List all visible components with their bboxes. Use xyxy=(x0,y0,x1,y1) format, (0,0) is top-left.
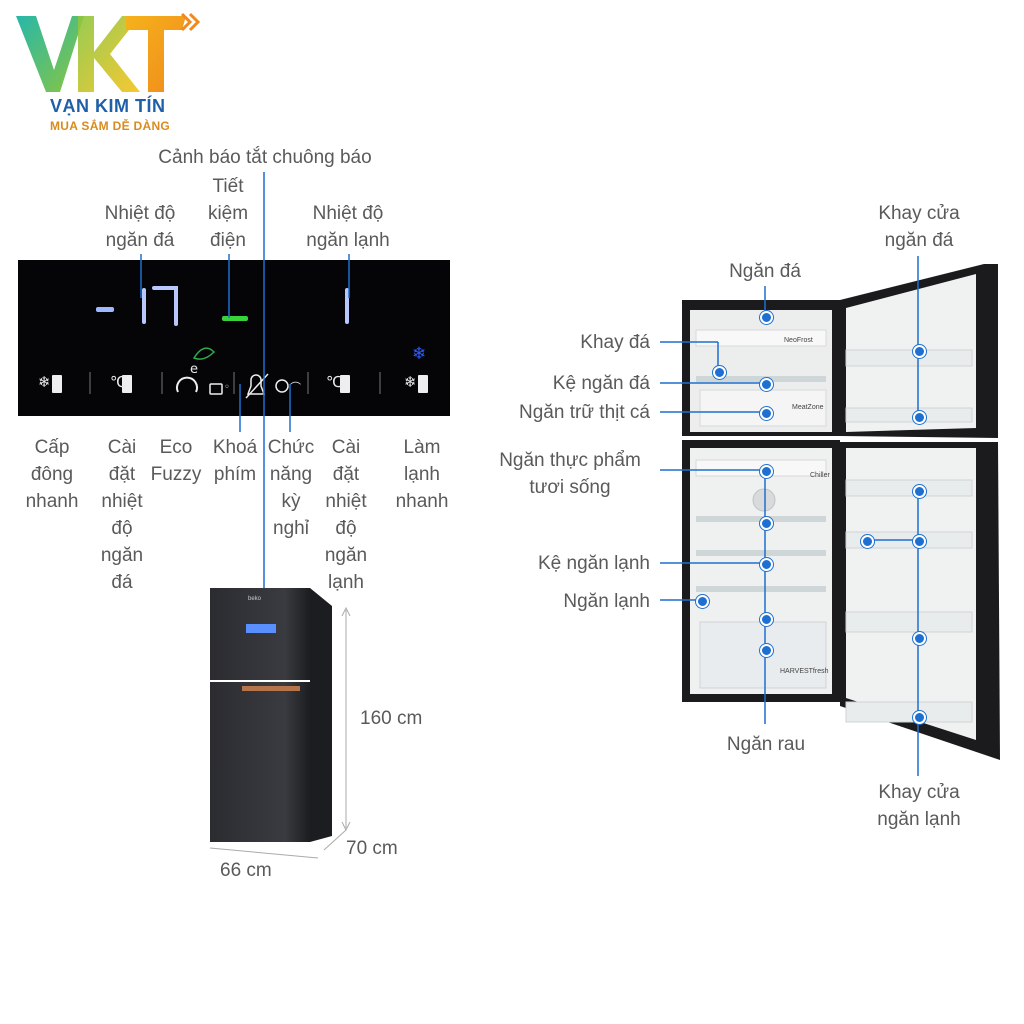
marker-fresh xyxy=(760,465,773,478)
control-panel-graphics xyxy=(52,286,428,399)
label-eco-saving: Tiết kiệm điện xyxy=(207,176,249,251)
marker-freezer-door-2 xyxy=(913,411,926,424)
set-fridge-temp-icon[interactable]: ℃ xyxy=(326,373,343,391)
fridge-exterior xyxy=(209,588,351,859)
marker-fridge-door-4 xyxy=(913,632,926,645)
marker-vegetable xyxy=(760,644,773,657)
dimension-depth: 70 cm xyxy=(346,838,398,859)
marker-fridge-door-3 xyxy=(861,535,874,548)
marker-meat xyxy=(760,407,773,420)
label-ice-tray: Khay đá xyxy=(580,332,650,353)
marker-freezer-shelf xyxy=(760,378,773,391)
marker-freezer-door-1 xyxy=(913,345,926,358)
label-quick-cool: Làm lạnh nhanh xyxy=(395,437,449,512)
label-fridge-door-tray: Khay cửa ngăn lạnh xyxy=(877,782,961,830)
label-freezer-shelf: Kệ ngăn đá xyxy=(552,373,650,394)
dimension-width: 66 cm xyxy=(220,860,272,881)
brand-name: VẠN KIM TÍN xyxy=(50,96,166,116)
marker-fridge-compartment xyxy=(696,595,709,608)
marker-freezer xyxy=(760,311,773,324)
snowflake-indicator-icon: ❄ xyxy=(412,344,427,364)
label-key-lock: Khoá phím xyxy=(212,437,258,485)
label-fresh-food: Ngăn thực phẩm tươi sống xyxy=(499,450,641,498)
marker-fridge-shelf-2 xyxy=(760,558,773,571)
label-set-fridge: Cài đặt nhiệt độ ngăn lạnh xyxy=(324,437,368,593)
label-fridge-temp: Nhiệt độ ngăn lạnh xyxy=(306,203,390,251)
label-meat-compartment: Ngăn trữ thịt cá xyxy=(519,402,650,423)
quick-cool-icon[interactable]: ❄ xyxy=(404,373,417,391)
marker-ice-tray xyxy=(713,366,726,379)
quick-freeze-icon[interactable]: ❄ xyxy=(38,373,51,391)
dimension-height: 160 cm xyxy=(360,708,423,729)
set-freezer-temp-icon[interactable]: ℃ xyxy=(110,373,127,391)
label-freezer: Ngăn đá xyxy=(729,261,801,282)
label-fridge-shelf: Kệ ngăn lạnh xyxy=(538,553,650,574)
eco-fuzzy-icon[interactable]: e xyxy=(190,362,198,377)
label-set-freezer: Cài đặt nhiệt độ ngăn đá xyxy=(100,437,144,593)
control-panel: ❄ ℃ e ◦ ⌒ ℃ ❄ ❄ xyxy=(18,260,450,416)
mark-harvestfresh: HARVESTfresh xyxy=(780,668,829,675)
brand-tagline: MUA SẮM DỄ DÀNG xyxy=(50,119,171,133)
label-quick-freeze: Cấp đông nhanh xyxy=(25,437,79,512)
label-freezer-temp: Nhiệt độ ngăn đá xyxy=(104,203,176,251)
label-eco-fuzzy: Eco Fuzzy xyxy=(150,437,202,485)
label-vegetable-drawer: Ngăn rau xyxy=(726,734,806,755)
marker-fridge-shelf-1 xyxy=(760,517,773,530)
label-bell-warning: Cảnh báo tắt chuông báo xyxy=(158,147,372,168)
holiday-icon[interactable]: ⌒ xyxy=(290,381,301,394)
mark-chiller: Chiller xyxy=(810,472,830,479)
marker-fridge-shelf-3 xyxy=(760,613,773,626)
marker-fridge-door-5 xyxy=(913,711,926,724)
vkt-logo-mark xyxy=(16,12,201,92)
label-freezer-door-tray: Khay cửa ngăn đá xyxy=(878,203,960,251)
key-lock-icon[interactable]: ◦ xyxy=(224,382,230,393)
mark-meatzone: MeatZone xyxy=(792,404,824,411)
marker-fridge-door-2 xyxy=(913,535,926,548)
marker-fridge-door-1 xyxy=(913,485,926,498)
label-fridge-compartment: Ngăn lạnh xyxy=(563,591,650,612)
label-holiday: Chức năng kỳ nghỉ xyxy=(267,437,315,539)
mark-beko: beko xyxy=(248,596,262,602)
mark-neofrost: NeoFrost xyxy=(784,337,813,344)
brand-logo xyxy=(14,8,204,98)
